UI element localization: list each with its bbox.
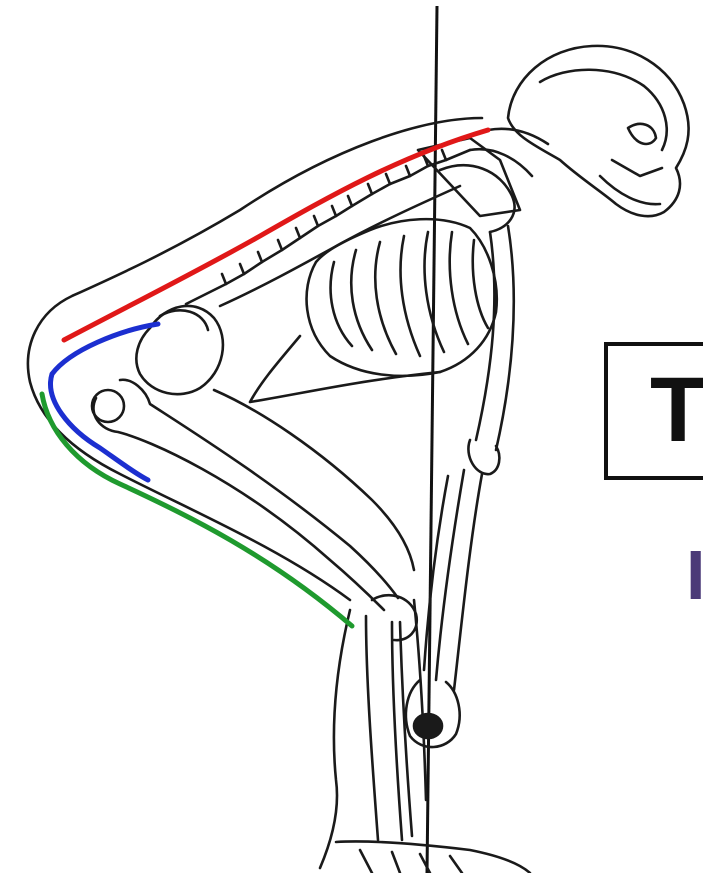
spine-lower-edge: [220, 186, 460, 306]
iliac-crest: [160, 310, 208, 330]
knee: [372, 595, 417, 640]
back-skin-outline: [28, 118, 482, 600]
back-curve-red: [64, 130, 488, 340]
ribs: [331, 232, 488, 356]
upper-arm: [476, 226, 514, 450]
pelvis: [136, 306, 223, 394]
foot: [336, 841, 530, 873]
fist: [414, 714, 442, 738]
body-outline: [28, 46, 689, 873]
elbow: [468, 440, 499, 474]
shin-bones: [366, 616, 412, 840]
skull-inner: [540, 70, 667, 150]
eye-socket: [628, 124, 656, 144]
subtitle-text: I: [686, 540, 703, 610]
spine: [186, 150, 470, 304]
title-text: T: [650, 364, 703, 456]
front-thigh-outline: [214, 390, 414, 570]
belly-outline: [250, 336, 440, 402]
femoral-head: [92, 390, 124, 422]
title-box: T: [604, 342, 703, 480]
hip-curve-blue: [51, 324, 158, 480]
vertical-reference-line: [427, 6, 437, 873]
